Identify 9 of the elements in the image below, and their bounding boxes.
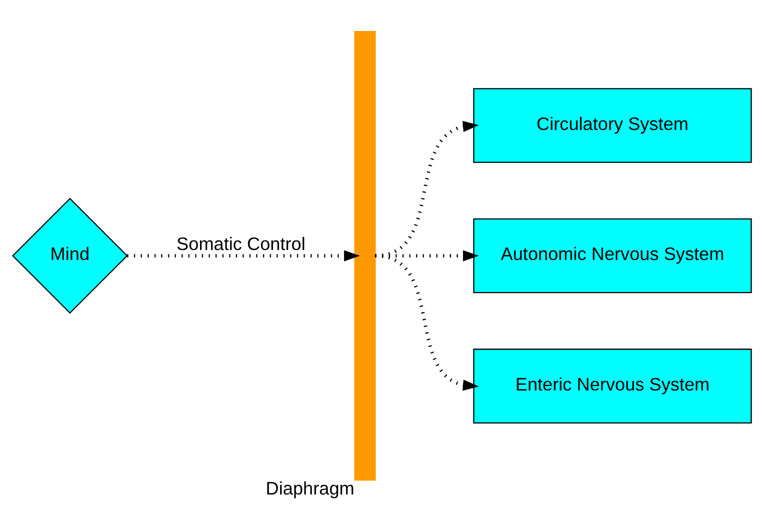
node-bar	[354, 30, 376, 481]
arrow	[374, 254, 479, 391]
node-box: Circulatory System	[473, 88, 752, 163]
edge-label: Somatic Control	[176, 234, 306, 254]
arrow	[127, 250, 360, 262]
node-label: Diaphragm	[266, 478, 354, 499]
node-diamond: Mind	[12, 198, 128, 314]
node-box: Autonomic Nervous System	[473, 218, 752, 294]
node-box: Enteric Nervous System	[473, 348, 752, 424]
